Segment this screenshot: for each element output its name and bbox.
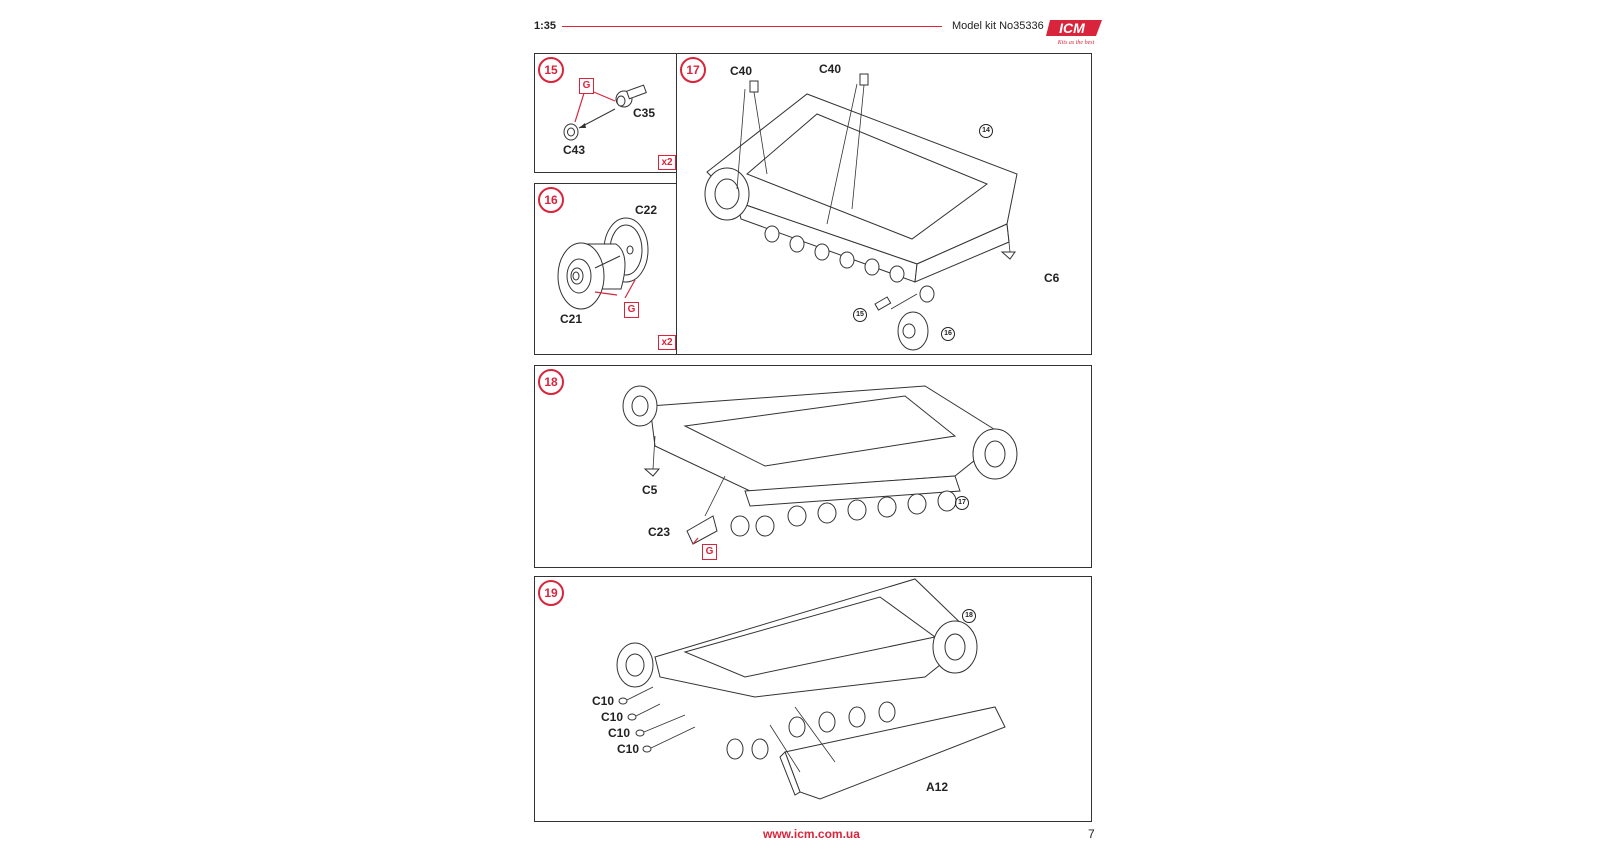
part-label-c22: C22 (635, 203, 658, 217)
scale-label: 1:35 (534, 20, 557, 32)
quantity-badge: x2 (658, 155, 676, 170)
logo-tagline: Kits as the best (1057, 40, 1095, 46)
step-17-panel: 17 (676, 53, 1092, 355)
part-label-c5: C5 (642, 483, 658, 497)
part-label-c10: C10 (601, 710, 624, 724)
logo-text: ICM (1059, 20, 1085, 36)
step-18-panel: 18 (534, 365, 1092, 568)
glue-marker: G (579, 78, 594, 94)
step-16-drawing (557, 217, 649, 310)
part-label-c21: C21 (560, 312, 583, 326)
part-label-c6: C6 (1044, 271, 1060, 285)
glue-marker: G (702, 544, 717, 560)
part-label-c35: C35 (633, 106, 656, 120)
kit-number: Model kit No35336 (952, 20, 1044, 32)
step-reference: 18 (962, 609, 976, 623)
part-label-c10: C10 (592, 694, 615, 708)
page-number: 7 (1088, 827, 1095, 841)
icm-logo: ICM Kits as the best (1046, 16, 1106, 46)
step-17-drawing (704, 73, 1018, 351)
step-16-panel: 16 C22 C21 G x2 (534, 183, 678, 355)
step-19-panel: 19 (534, 576, 1092, 822)
step-number: 18 (538, 369, 564, 395)
part-label-c40: C40 (730, 64, 753, 78)
step-19-drawing (616, 578, 1006, 800)
step-reference: 16 (941, 327, 955, 341)
step-number: 17 (680, 57, 706, 83)
part-label-c10: C10 (608, 726, 631, 740)
step-reference: 17 (955, 496, 969, 510)
step-18-drawing (622, 385, 1018, 545)
step-15-drawing (563, 84, 647, 141)
part-label-c40: C40 (819, 62, 842, 76)
glue-marker: G (624, 302, 639, 318)
step-reference: 14 (979, 124, 993, 138)
part-label-a12: A12 (926, 780, 949, 794)
part-label-c23: C23 (648, 525, 671, 539)
step-15-panel: 15 G C35 C43 x2 (534, 53, 678, 173)
step-number: 15 (538, 57, 564, 83)
website-link[interactable]: www.icm.com.ua (763, 827, 860, 841)
part-label-c10: C10 (617, 742, 640, 756)
quantity-badge: x2 (658, 335, 676, 350)
step-reference: 15 (853, 308, 867, 322)
step-number: 19 (538, 580, 564, 606)
part-label-c43: C43 (563, 143, 586, 157)
header-rule (562, 26, 942, 27)
step-number: 16 (538, 187, 564, 213)
